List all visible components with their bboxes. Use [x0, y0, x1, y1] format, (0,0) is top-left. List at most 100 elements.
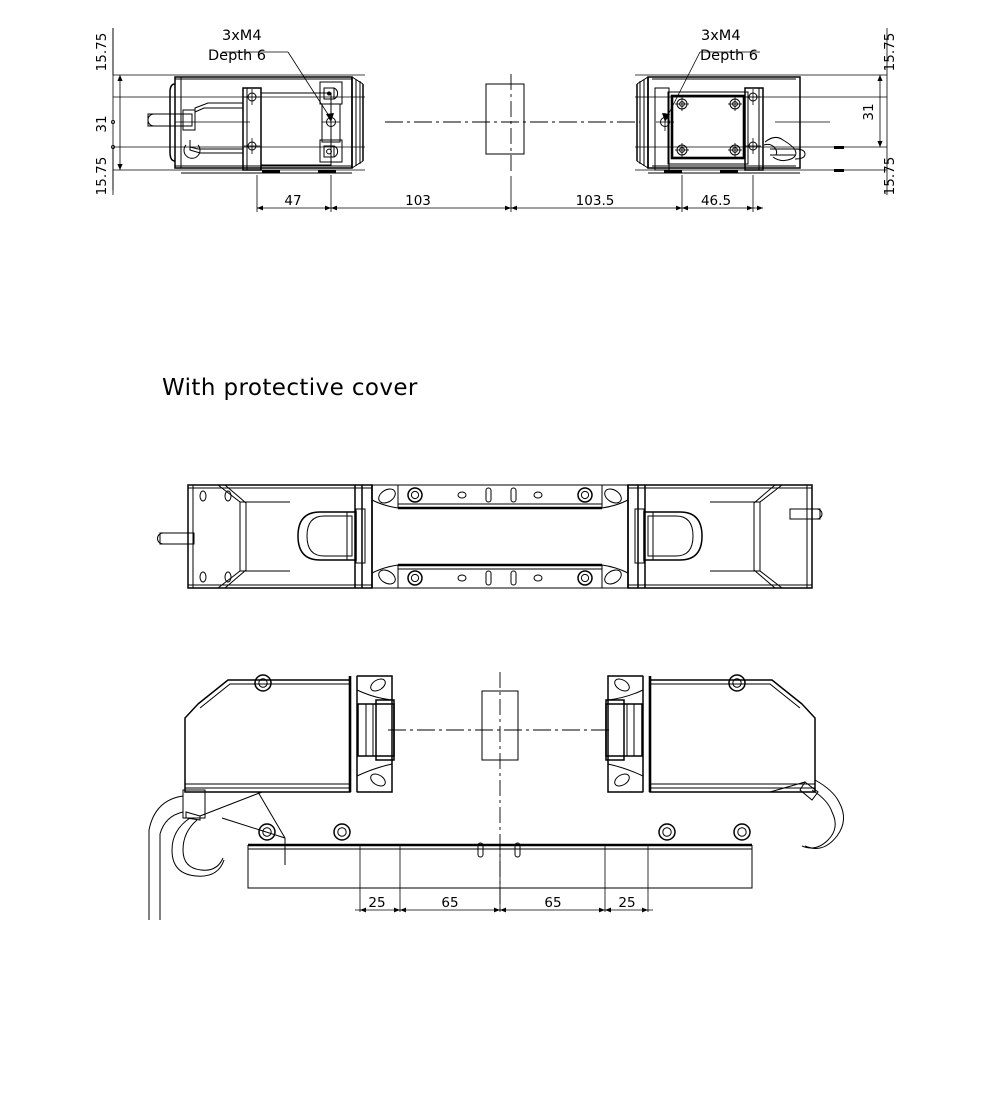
callout-m4-right-line1: 3xM4: [701, 28, 741, 44]
view-top-assembly: 15.75 31 15.75 15.75 31 15.75: [94, 28, 898, 212]
dim-label-1575-bottom-right: 15.75: [882, 157, 898, 196]
front-right-bracket-box: [607, 675, 643, 793]
connector-screw-top: [324, 88, 338, 99]
front-right-diag-1: [770, 782, 805, 792]
plan-left-corner-pad-top: [372, 485, 398, 508]
rail-screw-hole-top: [244, 89, 260, 105]
front-right-lens-face: [605, 699, 625, 761]
front-right-strain-inner: [802, 790, 835, 848]
block-col-r: [655, 88, 669, 170]
plan-rail-hole-t1: [458, 492, 466, 498]
internal-cable-lower: [190, 140, 243, 153]
plan-right-corner-pad-top: [602, 485, 628, 508]
base-slot-1: [478, 843, 483, 857]
dim-vertical-left-group: [111, 28, 123, 195]
dim-vertical-right-group: [834, 28, 888, 195]
cable-end-cap: [795, 149, 805, 159]
plan-center-rail: [398, 485, 602, 588]
plan-left-lens-ring-2: [356, 509, 365, 563]
front-left-cable-inner: [160, 812, 183, 920]
base-bolt-3: [658, 823, 676, 841]
front-left-strain-loop-inner: [183, 820, 223, 870]
front-dim-label-25-right: 25: [618, 895, 635, 911]
dim-label-31-right: 31: [861, 103, 877, 120]
dim-label-47: 47: [284, 193, 301, 209]
front-right-body-inner: [650, 684, 800, 708]
plan-rail-slot-t2: [511, 488, 516, 502]
front-right-pad-bot: [608, 764, 643, 792]
callout-m4-right-line2: Depth 6: [700, 48, 758, 64]
plan-right-shaft-cap: [817, 509, 822, 519]
plan-right-lens-hood: [643, 511, 703, 561]
front-left-cable-outer: [149, 796, 183, 920]
dim-label-1575-top-right: 15.75: [882, 33, 898, 72]
dim-label-103: 103: [405, 193, 431, 209]
plan-left-corner-pad-bot: [372, 565, 398, 588]
housing-outline: [174, 76, 353, 169]
plan-endplate-screw-1: [200, 491, 206, 501]
internal-cable-upper: [195, 103, 243, 120]
front-left-strain-loop-outer: [172, 818, 224, 876]
housing-inner-r: [652, 79, 796, 166]
left-sensor-assembly: [112, 74, 365, 173]
fin-bevels-r: [637, 77, 648, 168]
plan-rail-slot-b1: [486, 571, 491, 585]
plate-screw-tr: [728, 97, 742, 111]
housing-outline-r: [647, 76, 801, 169]
plan-right-cover: [602, 484, 813, 589]
callout-m4-left-line2: Depth 6: [208, 48, 266, 64]
dim-label-103-5: 103.5: [576, 193, 615, 209]
plan-rail-slot-t1: [486, 488, 491, 502]
foot-left: [262, 170, 280, 173]
plan-endplate-screw-3: [200, 572, 206, 582]
plan-right-corner-pad-bot: [602, 565, 628, 588]
plan-right-chamfer-c: [754, 485, 775, 588]
front-right-pad-top: [608, 676, 643, 700]
front-right-top-screw: [728, 674, 746, 692]
connector-block-bottom: [320, 140, 342, 162]
plan-rail-bolt-bl: [407, 570, 423, 586]
plan-left-lens-hood: [297, 511, 357, 561]
plate-screw-br: [728, 143, 742, 157]
front-right-cable: [770, 780, 844, 848]
front-left-gland: [183, 790, 205, 818]
front-right-strain-outer: [805, 780, 844, 848]
plate-screw-tl: [675, 97, 689, 111]
front-left-pad-top: [357, 676, 392, 700]
fin-bevels: [352, 77, 363, 168]
dim-horizontal-chain: [256, 175, 763, 212]
internal-cable-upper-2: [195, 108, 243, 112]
base-bolt-2: [333, 823, 351, 841]
foot-left-r: [664, 170, 682, 173]
plate-screw-bl: [675, 143, 689, 157]
plan-left-chamfer-c: [225, 485, 246, 588]
front-right-housing: [605, 674, 816, 793]
bolt-plate: [670, 94, 746, 160]
dim-label-31-left: 31: [94, 115, 110, 132]
plan-right-chamfer-b: [710, 502, 760, 571]
front-left-pad-bot: [357, 764, 392, 792]
housing-left-nose: [169, 83, 176, 162]
plan-right-lens-hood-inner: [648, 516, 693, 556]
plan-left-shaft: [160, 533, 194, 544]
foot-right: [318, 170, 336, 173]
callout-m4-right: 3xM4 Depth 6: [700, 28, 758, 64]
section-heading: With protective cover: [162, 375, 418, 401]
front-right-cable-clip: [800, 782, 818, 800]
front-left-lens-face: [375, 699, 395, 761]
front-left-mount-face: [205, 792, 285, 865]
front-right-body: [649, 679, 816, 793]
rail-screw-hole-bottom: [244, 138, 260, 154]
right-sensor-assembly: [635, 74, 888, 173]
dim-label-1575-bottom-left: 15.75: [94, 157, 110, 196]
plan-rail-hole-b1: [458, 575, 466, 581]
front-dim-label-65-right: 65: [544, 895, 561, 911]
emitter-shaft-collar: [183, 110, 195, 130]
front-left-cable-clip: [186, 812, 200, 820]
front-left-body: [184, 679, 351, 793]
callout-leader-right: [662, 51, 760, 122]
base-slot-2: [515, 843, 520, 857]
plan-rail-slot-b2: [511, 571, 516, 585]
connector-mid-rail: [322, 104, 340, 142]
